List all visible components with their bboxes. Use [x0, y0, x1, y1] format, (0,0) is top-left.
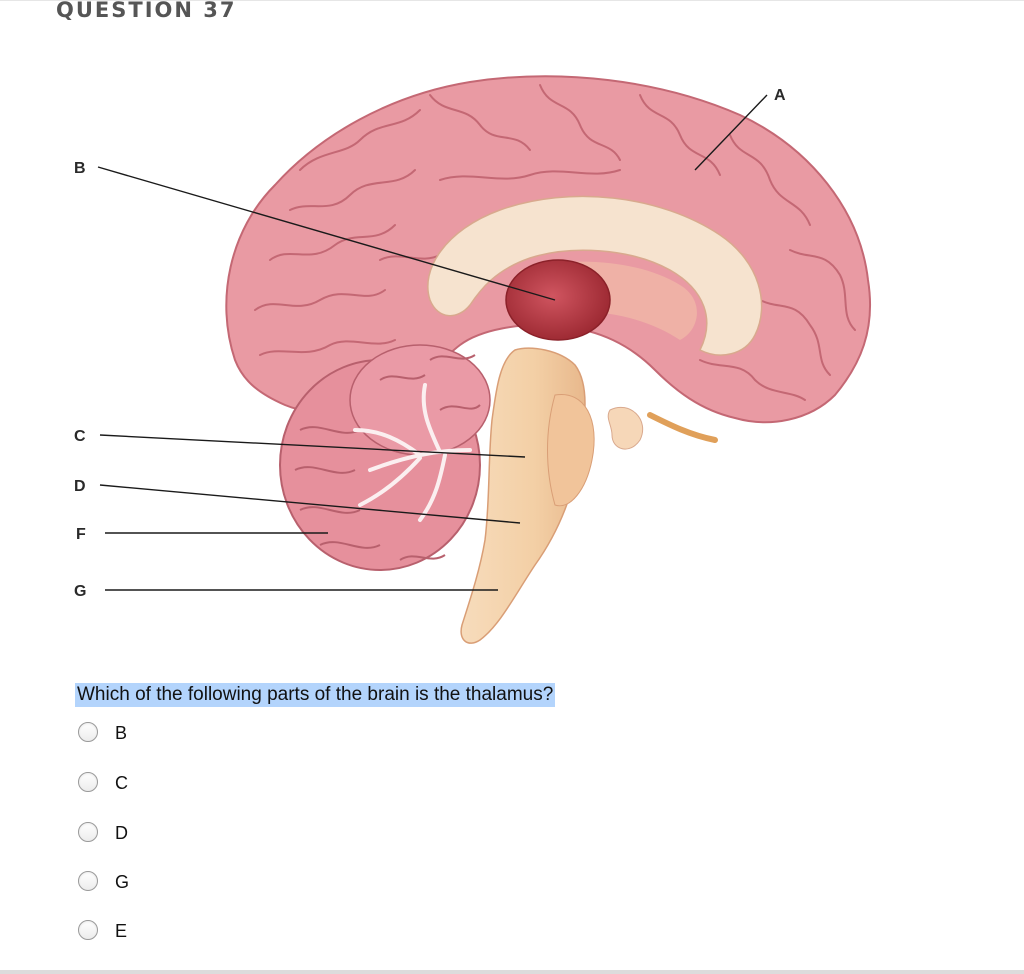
leader-line-d — [99, 484, 521, 524]
radio-button[interactable] — [78, 722, 98, 742]
label-b: B — [74, 160, 86, 177]
choice-label: C — [115, 773, 128, 793]
choice-label: B — [115, 723, 128, 743]
corpus-callosum — [427, 195, 763, 356]
pons — [547, 393, 595, 507]
label-c: C — [74, 428, 86, 445]
bottom-border — [0, 970, 1024, 974]
choice-label: D — [115, 823, 128, 843]
choice-label: G — [115, 872, 130, 892]
radio-button[interactable] — [78, 772, 98, 792]
radio-button[interactable] — [78, 822, 98, 842]
choice-d[interactable]: D — [78, 820, 278, 850]
brain-diagram: A B C D F G — [74, 75, 872, 644]
choice-c[interactable]: C — [78, 770, 278, 800]
leader-lines — [97, 94, 768, 591]
leader-line-c — [99, 434, 526, 458]
radio-button[interactable] — [78, 920, 98, 940]
top-border — [0, 0, 1024, 1]
pituitary — [607, 406, 644, 450]
label-g: G — [74, 583, 86, 600]
thalamus — [505, 259, 611, 341]
choice-label: E — [115, 921, 128, 941]
cerebellum — [279, 344, 491, 571]
question-header: QUESTION 37 — [56, 0, 237, 22]
label-f: F — [76, 526, 86, 543]
choice-b[interactable]: B — [78, 720, 278, 750]
label-a: A — [774, 87, 786, 104]
label-d: D — [74, 478, 86, 495]
radio-button[interactable] — [78, 871, 98, 891]
question-text: Which of the following parts of the brai… — [75, 683, 556, 707]
choice-e[interactable]: E — [78, 918, 278, 948]
choice-g[interactable]: G — [78, 869, 278, 899]
optic-nerve — [647, 412, 718, 443]
leader-line-b — [97, 166, 556, 301]
leader-line-a — [694, 94, 768, 171]
